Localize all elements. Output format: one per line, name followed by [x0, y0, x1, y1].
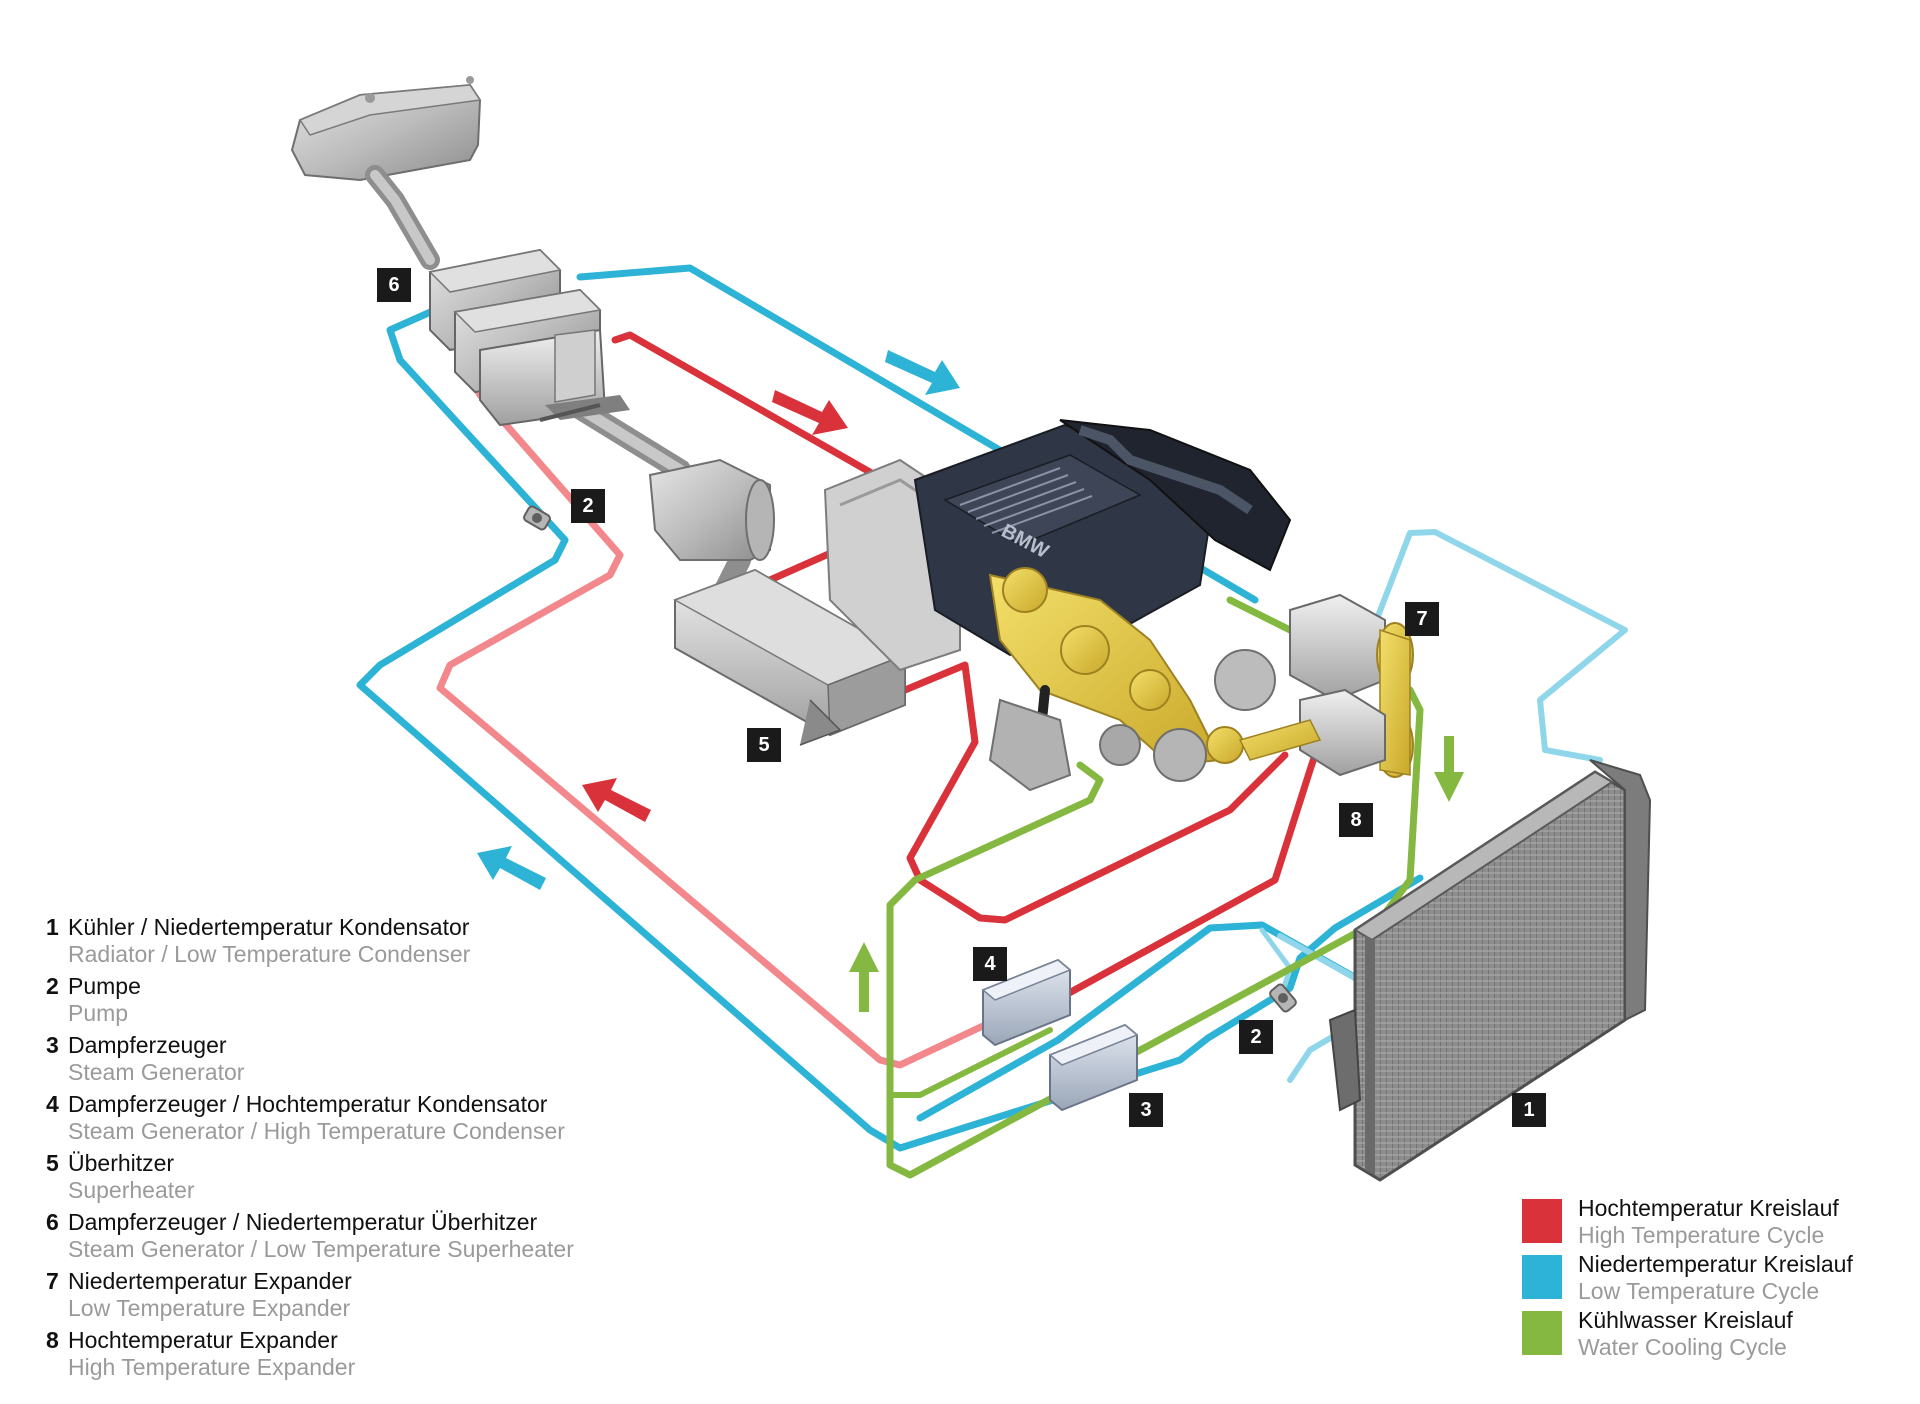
steam-generator-hp-condenser-icon	[981, 958, 1072, 1047]
legend-label-en: Radiator / Low Temperature Condenser	[68, 941, 471, 967]
legend-label-en: High Temperature Expander	[68, 1354, 356, 1380]
legend-item: 6 Dampferzeuger / Niedertemperatur Überhi…	[46, 1208, 686, 1263]
flow-arrow-icon	[1434, 736, 1464, 802]
badge-7: 7	[1405, 602, 1439, 636]
legend-number: 2	[46, 973, 59, 999]
catalytic-converter-icon	[648, 458, 775, 561]
legend-item: 1 Kühler / Niedertemperatur Kondensator R…	[46, 913, 686, 968]
badge-3: 3	[1129, 1093, 1163, 1127]
steam-generator-icon	[1048, 1023, 1139, 1112]
pump-icon	[523, 505, 551, 531]
legend-label-de: Dampferzeuger / Niedertemperatur Überhit…	[68, 1209, 538, 1235]
legend-label-de: Pumpe	[68, 973, 141, 999]
legend-label-de: Dampferzeuger / Hochtemperatur Kondensat…	[68, 1091, 548, 1117]
flow-arrow-icon	[477, 846, 546, 890]
legend-number: 5	[46, 1150, 59, 1176]
key-label-en: High Temperature Cycle	[1578, 1222, 1825, 1248]
flow-arrow-icon	[849, 942, 879, 1012]
legend-item: 5 Überhitzer Superheater	[46, 1149, 686, 1204]
legend-number: 8	[46, 1327, 59, 1353]
badge-6: 6	[377, 268, 411, 302]
legend-label-en: Steam Generator	[68, 1059, 245, 1085]
key-label-en: Water Cooling Cycle	[1578, 1334, 1787, 1360]
legend-label-de: Kühler / Niedertemperatur Kondensator	[68, 914, 470, 940]
legend-item: 2 Pumpe Pump	[46, 972, 686, 1027]
high-temp-expander-icon	[1238, 688, 1386, 777]
legend-item: 7 Niedertemperatur Expander Low Temperatu…	[46, 1267, 686, 1322]
badge-1: 1	[1512, 1093, 1546, 1127]
cooling-circuit-pipe	[886, 596, 1424, 1179]
key-item-high-temp: Hochtemperatur Kreislauf High Temperatur…	[1522, 1195, 1902, 1251]
badge-8: 8	[1339, 803, 1373, 837]
key-label-en: Low Temperature Cycle	[1578, 1278, 1820, 1304]
legend-label-en: Pump	[68, 1000, 129, 1026]
legend-label-en: Superheater	[68, 1177, 195, 1203]
legend-number: 3	[46, 1032, 59, 1058]
legend-label-de: Dampferzeuger	[68, 1032, 227, 1058]
low-temp-swatch	[1522, 1255, 1562, 1299]
legend-label-de: Niedertemperatur Expander	[68, 1268, 352, 1294]
circuit-color-key: Hochtemperatur Kreislauf High Temperatur…	[1522, 1195, 1902, 1363]
legend-item: 8 Hochtemperatur Expander High Temperatur…	[46, 1326, 686, 1381]
rear-muffler-icon	[290, 76, 482, 182]
legend-number: 6	[46, 1209, 59, 1235]
legend-number: 4	[46, 1091, 59, 1117]
key-label-de: Hochtemperatur Kreislauf	[1578, 1195, 1839, 1221]
flow-arrow-icon	[582, 778, 651, 822]
key-item-cooling: Kühlwasser Kreislauf Water Cooling Cycle	[1522, 1307, 1902, 1363]
component-legend: 1 Kühler / Niedertemperatur Kondensator R…	[46, 913, 686, 1385]
bmw-engine-icon: BMW	[913, 419, 1292, 792]
badge-2: 2	[571, 489, 605, 523]
radiator-icon	[1328, 759, 1652, 1182]
legend-label-en: Steam Generator / Low Temperature Superh…	[68, 1236, 574, 1262]
badge-5: 5	[747, 728, 781, 762]
legend-item: 4 Dampferzeuger / Hochtemperatur Kondensa…	[46, 1090, 686, 1145]
flow-arrow-icon	[772, 390, 848, 435]
legend-number: 1	[46, 914, 59, 940]
high-temp-swatch	[1522, 1199, 1562, 1243]
pump-icon	[1269, 983, 1297, 1013]
cooling-swatch	[1522, 1311, 1562, 1355]
flow-arrow-icon	[885, 350, 960, 395]
legend-label-de: Hochtemperatur Expander	[68, 1327, 338, 1353]
legend-label-en: Low Temperature Expander	[68, 1295, 351, 1321]
key-label-de: Kühlwasser Kreislauf	[1578, 1307, 1793, 1333]
superheater-box-icon	[673, 568, 907, 746]
key-label-de: Niedertemperatur Kreislauf	[1578, 1251, 1853, 1277]
legend-item: 3 Dampferzeuger Steam Generator	[46, 1031, 686, 1086]
legend-label-de: Überhitzer	[68, 1150, 175, 1176]
exhaust-heat-exchanger-icon	[428, 248, 630, 427]
key-item-low-temp: Niedertemperatur Kreislauf Low Temperatu…	[1522, 1251, 1902, 1307]
legend-number: 7	[46, 1268, 59, 1294]
badge-4: 4	[973, 947, 1007, 981]
badge-2: 2	[1239, 1020, 1273, 1054]
legend-label-en: Steam Generator / High Temperature Conde…	[68, 1118, 565, 1144]
